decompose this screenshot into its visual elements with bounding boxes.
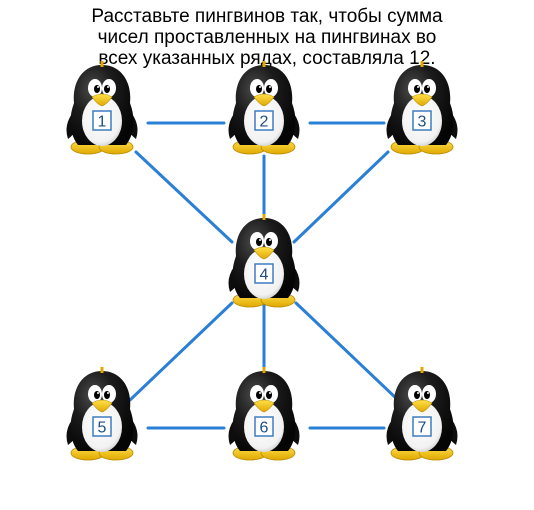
penguin-icon	[65, 60, 139, 155]
penguin-number: 6	[260, 420, 269, 437]
penguin-number: 2	[260, 114, 269, 131]
instructions-line-1: Расставьте пингвинов так, чтобы сумма	[91, 6, 443, 27]
penguin-4[interactable]: 4	[227, 213, 301, 308]
line-4-5	[128, 301, 234, 402]
penguin-icon	[227, 60, 301, 155]
penguin-5[interactable]: 5	[65, 366, 139, 461]
penguin-number: 1	[98, 114, 107, 131]
penguin-2[interactable]: 2	[227, 60, 301, 155]
penguin-3[interactable]: 3	[385, 60, 459, 155]
penguin-number: 5	[98, 420, 107, 437]
penguin-icon	[65, 366, 139, 461]
penguin-6[interactable]: 6	[227, 366, 301, 461]
connection-lines	[128, 121, 400, 430]
line-3-4	[292, 150, 390, 244]
instructions-line-3: всех указанных рядах, составляла 12.	[98, 48, 436, 69]
penguin-icon	[385, 60, 459, 155]
penguin-icon	[227, 366, 301, 461]
penguin-number: 7	[418, 420, 427, 437]
penguin-icon	[385, 366, 459, 461]
penguin-number: 3	[418, 114, 427, 131]
line-4-7	[294, 301, 400, 402]
instructions-line-2: чисел проставленных на пингвинах во	[97, 27, 437, 48]
instructions-text: Расставьте пингвинов так, чтобы сумма чи…	[0, 6, 534, 69]
penguin-number: 4	[260, 267, 269, 284]
penguin-7[interactable]: 7	[385, 366, 459, 461]
penguin-icon	[227, 213, 301, 308]
penguin-1[interactable]: 1	[65, 60, 139, 155]
line-1-4	[134, 150, 234, 244]
